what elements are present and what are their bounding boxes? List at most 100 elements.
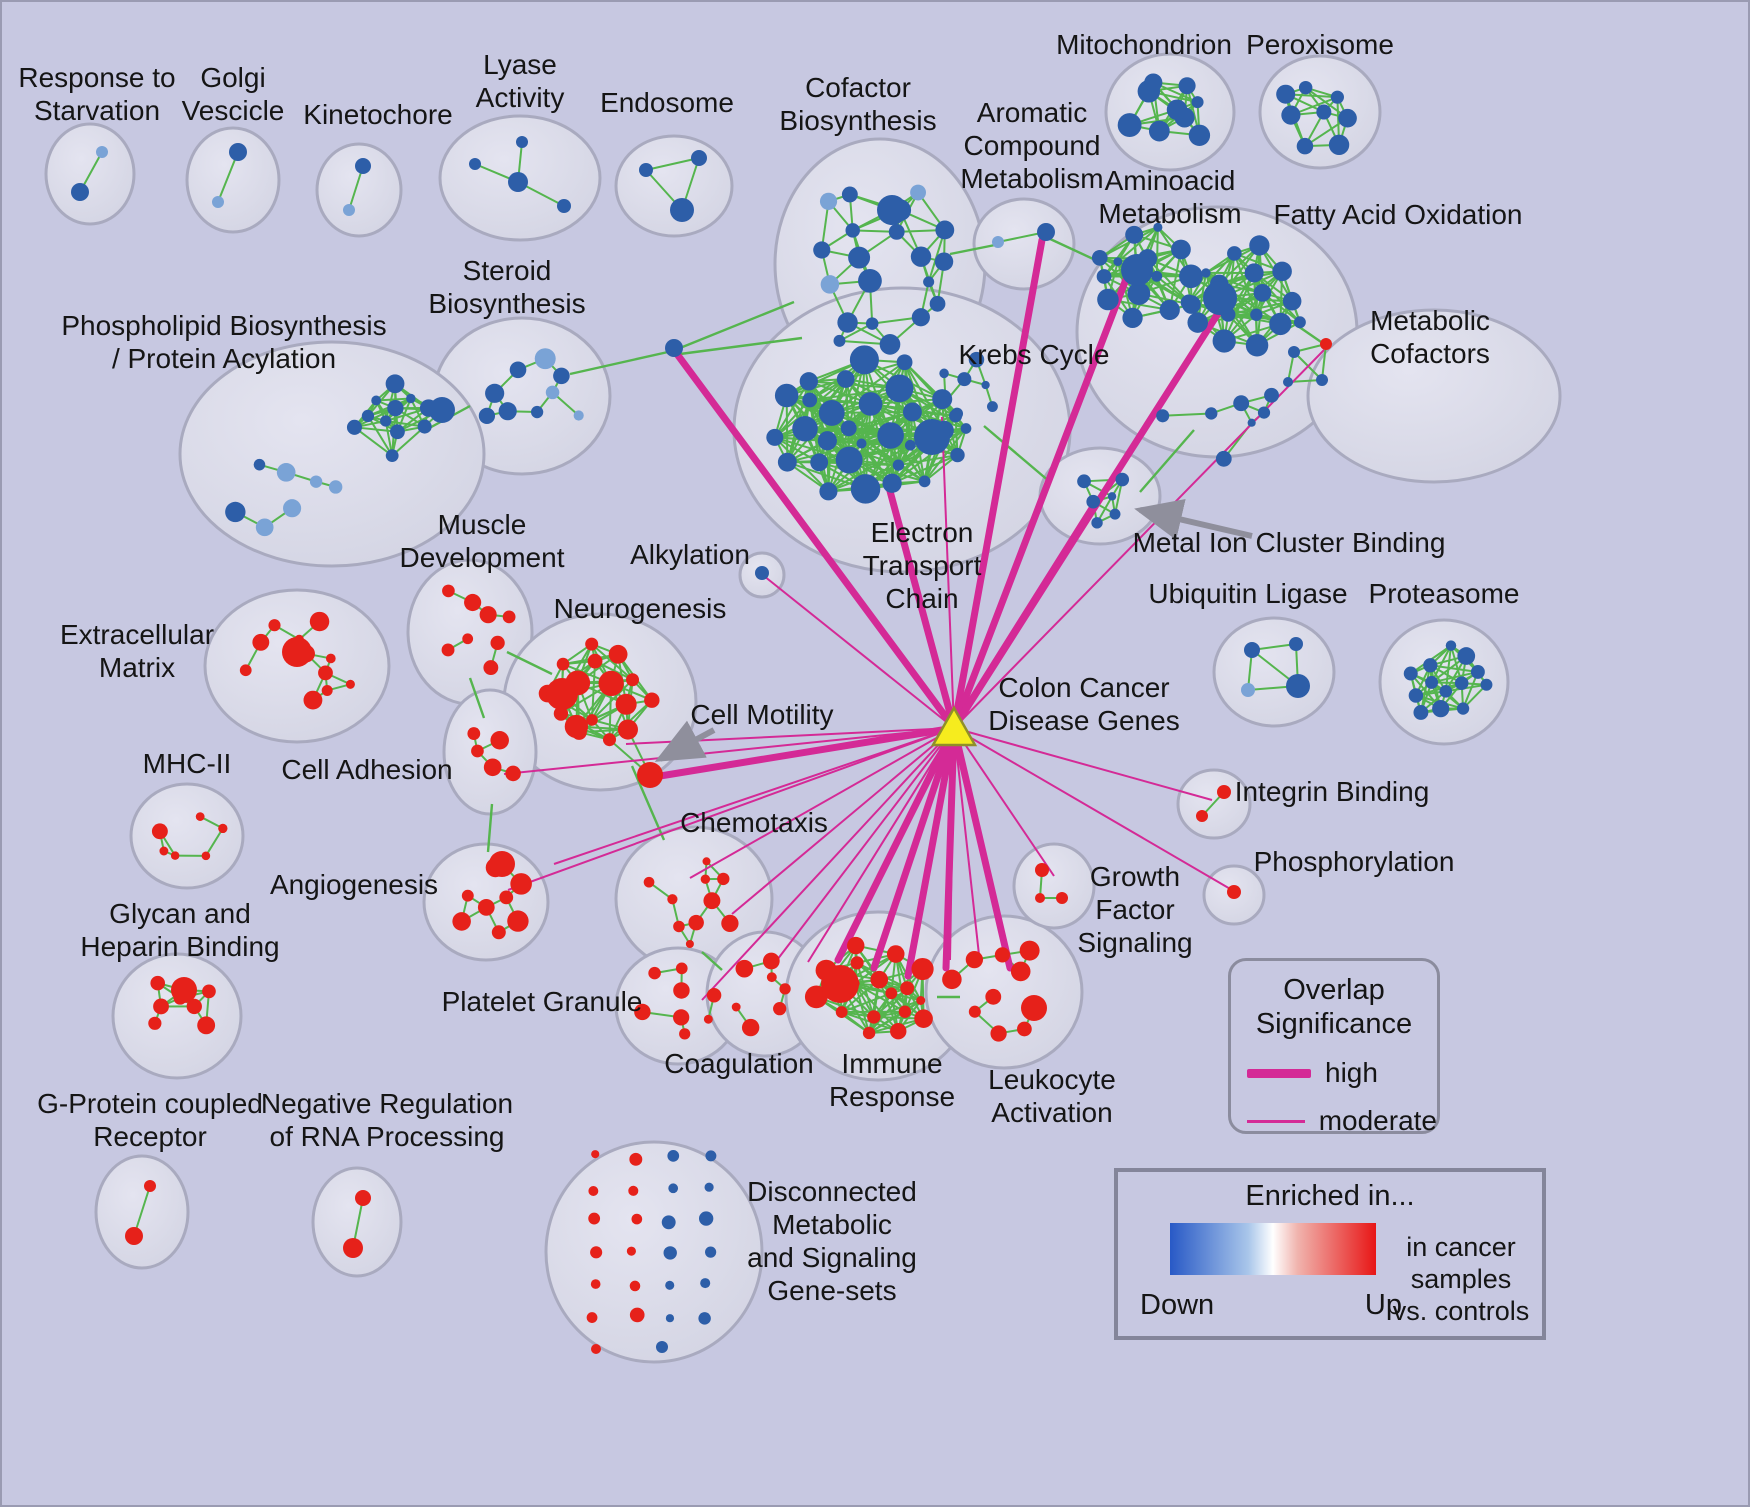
immune-response-edge	[841, 992, 892, 1013]
mitochondrion-node	[1144, 73, 1163, 92]
disconnected-gene-sets-node	[668, 1183, 679, 1194]
electron-transport-chain-node	[802, 392, 818, 408]
ubiquitin-ligase-node	[1289, 637, 1303, 651]
proteasome-node	[1457, 647, 1476, 665]
krebs-cycle-node	[940, 396, 952, 408]
steroid-biosynthesis-node	[553, 367, 570, 385]
neurogenesis-node	[644, 692, 660, 708]
kinetochore-node	[343, 204, 355, 216]
aminoacid-metabolism-edge	[1099, 226, 1159, 259]
phospholipid-biosynthesis-node	[429, 397, 455, 423]
immune-response-node	[847, 936, 865, 955]
aromatic-compound-metabolism-node	[992, 236, 1004, 248]
muscle-development-node	[502, 610, 516, 624]
integrin-binding-node	[1217, 785, 1231, 799]
leukocyte-activation-node	[1010, 961, 1031, 982]
pointer-arrow	[1134, 499, 1253, 540]
overlap-edge-moderate	[941, 416, 955, 729]
overlap-edge-high	[950, 498, 1100, 732]
disconnected-gene-sets-node	[698, 1312, 711, 1325]
colon-cancer-hub-triangle	[930, 705, 978, 747]
cell-adhesion-node	[490, 730, 509, 750]
fatty-acid-oxidation-node	[1249, 235, 1270, 256]
electron-transport-chain-node	[858, 392, 883, 416]
steroid-biosynthesis-node	[509, 361, 527, 379]
electron-transport-chain-node	[766, 428, 784, 446]
legend-enriched-note: in cancer samples vs. controls	[1386, 1223, 1542, 1327]
cofactor-biosynthesis-node	[820, 275, 840, 294]
extracellular-matrix-node	[282, 637, 312, 667]
aminoacid-metabolism-node	[1151, 270, 1163, 282]
note-line2: samples	[1410, 1264, 1512, 1294]
disconnected-gene-sets-node	[588, 1212, 601, 1225]
endosome-bubble	[614, 134, 734, 238]
neurogenesis-edge	[591, 643, 634, 681]
immune-response-node	[870, 970, 889, 989]
glycan-heparin-binding-node	[171, 977, 197, 1003]
immune-response-node	[890, 1023, 907, 1040]
extracellular-matrix-node	[345, 679, 355, 689]
proteasome-edge	[1419, 665, 1432, 713]
overlap-edge-high	[883, 476, 958, 732]
cofactor-biosynthesis-node	[888, 223, 905, 240]
peroxisome-label: Peroxisome	[1246, 29, 1394, 60]
angiogenesis-node	[510, 873, 532, 895]
overlap-edge-high	[950, 724, 1014, 972]
neurogenesis-node	[564, 714, 589, 739]
legend-enriched-in: Enriched in... Down Up in cancer samples…	[1114, 1168, 1546, 1340]
proteasome-edge	[1430, 664, 1479, 673]
fatty-acid-scatter-node	[1215, 450, 1232, 467]
disconnected-gene-sets-node	[704, 1182, 714, 1192]
growth-factor-signaling-bubble	[1012, 842, 1096, 930]
krebs-cycle-node	[939, 368, 949, 379]
chemotaxis-node	[685, 939, 694, 949]
electron-transport-chain-node	[950, 447, 965, 463]
immune-response-node	[867, 1010, 881, 1024]
metal-ion-cluster-binding-node	[1115, 472, 1130, 487]
electron-transport-chain-node	[777, 452, 797, 472]
electron-transport-chain-node	[849, 345, 879, 375]
krebs-cycle-node	[951, 407, 964, 420]
krebs-cycle-node	[957, 372, 972, 387]
metabolic-cofactors-node	[1320, 338, 1332, 350]
electron-transport-chain-edge	[808, 380, 900, 390]
angiogenesis-node	[499, 890, 514, 905]
disconnected-gene-sets-node	[705, 1246, 717, 1258]
cofactor-biosynthesis-node	[879, 334, 901, 355]
alkylation-node	[755, 566, 769, 580]
cofactor-biosynthesis-node	[877, 195, 907, 225]
immune-response-edge	[856, 962, 875, 1018]
aminoacid-metabolism-node	[1091, 250, 1108, 266]
mitochondrion-node	[1191, 96, 1204, 109]
immune-response-edge	[854, 982, 899, 1032]
fatty-acid-oxidation-node	[1272, 261, 1292, 282]
fatty-acid-oxidation-edge	[1233, 253, 1258, 316]
junction-node	[665, 339, 683, 357]
neurogenesis-node	[586, 714, 598, 726]
disconnected-gene-sets-node	[705, 1150, 717, 1162]
inter-cluster-edge	[486, 803, 494, 853]
fatty-acid-oxidation-node	[1244, 263, 1264, 283]
ubiquitin-ligase-label: Ubiquitin Ligase	[1148, 578, 1347, 609]
metal-ion-cluster-binding-node	[1091, 517, 1103, 529]
fatty-acid-scatter-node	[1247, 418, 1256, 427]
leukocyte-activation-node	[965, 950, 984, 969]
overlap-edge-moderate	[953, 727, 981, 965]
electron-transport-chain-node	[902, 402, 922, 422]
kinetochore-label: Kinetochore	[303, 99, 452, 130]
golgi-vescicle-node	[229, 143, 247, 161]
lyase-activity-node	[516, 136, 528, 148]
immune-response-node	[821, 965, 859, 1003]
leukocyte-activation-node	[968, 1005, 981, 1018]
phospholipid-biosynthesis-node	[417, 419, 432, 434]
proteasome-node	[1425, 675, 1439, 689]
electron-transport-chain-edge	[808, 399, 830, 492]
steroid-biosynthesis-node	[573, 410, 584, 421]
chemotaxis-node	[673, 920, 685, 933]
overlap-edge-moderate	[553, 727, 955, 865]
immune-response-edge	[868, 999, 922, 1034]
